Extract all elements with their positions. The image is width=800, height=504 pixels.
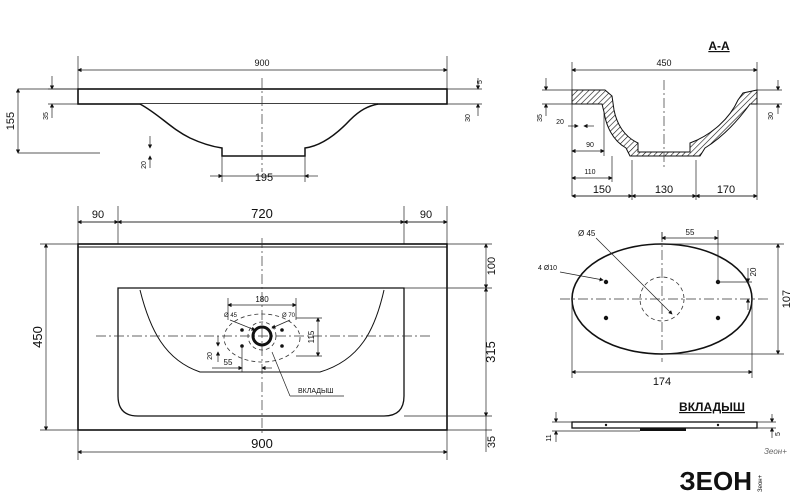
plan-phi45-label: Ø 45: [224, 313, 238, 319]
section-right-label: 30: [768, 112, 775, 120]
brand-logo-sub: Зеон+: [758, 474, 764, 492]
insert-side-title: ВКЛАДЫШ: [679, 400, 745, 414]
section-110-label: 110: [584, 169, 595, 176]
insert-holes-label: 4 Ø10: [538, 265, 557, 272]
side-view: 900 155 35 5 30 20 195: [5, 56, 484, 184]
plan-height-label: 450: [30, 326, 45, 348]
plan-100-label: 100: [486, 257, 498, 275]
section-title: А-А: [708, 39, 730, 53]
brand-block: Зеон+ ЗЕОН Зеон+: [679, 447, 787, 496]
side-height-label: 155: [5, 112, 17, 130]
side-bottom-label: 195: [255, 172, 273, 184]
plan-insert-label: ВКЛАДЫШ: [298, 388, 334, 395]
section-170-label: 170: [717, 184, 735, 196]
insert-detail-view: Ø 45 55 4 Ø10 20 107 174: [538, 228, 793, 388]
plan-width-label: 900: [251, 436, 273, 451]
insert-side-5-label: 5: [775, 432, 782, 436]
plan-view: 90 720 90 180 Ø 45 Ø 70 115: [30, 206, 498, 460]
section-left-label: 35: [537, 114, 544, 122]
insert-55-label: 55: [686, 228, 695, 237]
side-drain-label: 20: [141, 161, 148, 169]
side-width-label: 900: [254, 58, 269, 68]
plan-right-label: 90: [420, 209, 432, 221]
side-right-top-label: 5: [477, 80, 484, 84]
insert-107-label: 107: [781, 290, 793, 308]
insert-20-label: 20: [749, 267, 758, 276]
section-130-label: 130: [655, 184, 673, 196]
side-right-thick-label: 30: [465, 114, 472, 122]
plan-20-label: 20: [207, 352, 214, 360]
insert-side-11-label: 11: [546, 434, 553, 441]
section-width-label: 450: [656, 58, 671, 68]
insert-phi45-label: Ø 45: [578, 229, 596, 238]
plan-55-label: 55: [224, 358, 233, 367]
section-90-label: 90: [586, 142, 594, 149]
plan-315-label: 315: [483, 341, 498, 363]
plan-180-label: 180: [255, 295, 269, 304]
plan-35-label: 35: [486, 436, 498, 448]
section-150-label: 150: [593, 184, 611, 196]
insert-side-view: ВКЛАДЫШ 11 5: [546, 400, 782, 442]
section-inner-label: 20: [556, 119, 564, 126]
insert-174-label: 174: [653, 376, 671, 388]
brand-logo: ЗЕОН: [679, 466, 752, 496]
side-rim-label: 35: [43, 112, 50, 120]
plan-center-label: 720: [251, 206, 273, 221]
section-view: А-А 450 35 30 20 90 110: [537, 39, 782, 200]
brand-tag: Зеон+: [764, 447, 787, 456]
plan-left-label: 90: [92, 209, 104, 221]
plan-phi70-label: Ø 70: [282, 313, 296, 319]
plan-115-label: 115: [307, 330, 316, 343]
